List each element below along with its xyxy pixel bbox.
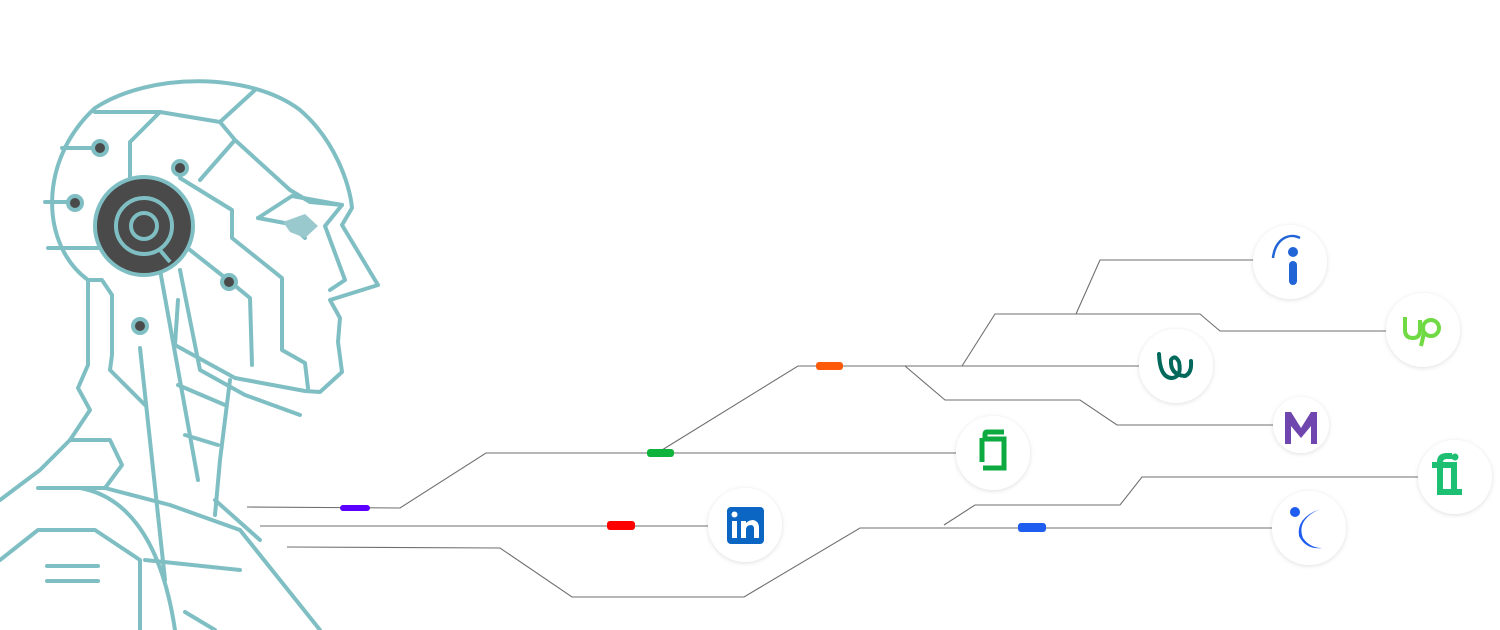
- ear-center: [129, 211, 159, 241]
- fiverr-logo[interactable]: [1418, 440, 1492, 514]
- circuit-nodes: [66, 139, 238, 335]
- connector-orange: [816, 362, 843, 370]
- upwork-logo[interactable]: [1386, 293, 1460, 367]
- monster-logo[interactable]: [1273, 397, 1329, 453]
- connector-green: [647, 449, 674, 457]
- robot-head: [0, 79, 380, 630]
- ear-tick: [158, 248, 172, 264]
- robot-eye: [283, 214, 318, 238]
- indeed-logo[interactable]: [1253, 225, 1327, 299]
- ear-ring: [114, 196, 174, 256]
- connector-purple: [340, 505, 370, 511]
- welcome-to-the-jungle-logo[interactable]: [1139, 329, 1213, 403]
- linkedin-logo[interactable]: [708, 488, 782, 562]
- network-wires: [246, 259, 1418, 598]
- connector-red: [607, 521, 635, 530]
- glassdoor-logo[interactable]: [956, 416, 1030, 490]
- crossover-logo[interactable]: [1272, 491, 1346, 565]
- connector-blue: [1018, 523, 1046, 532]
